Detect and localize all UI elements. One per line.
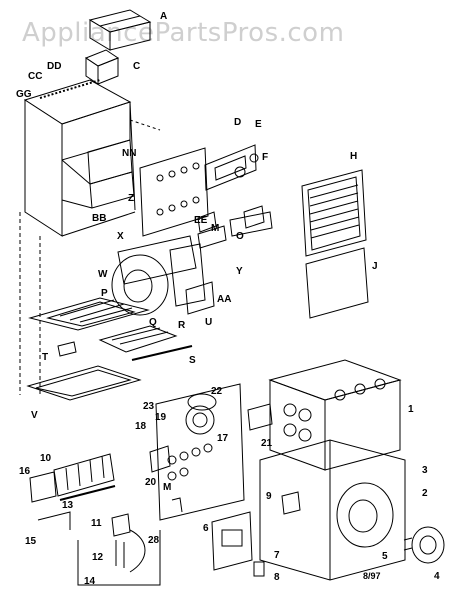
label-m-lower: M — [163, 482, 172, 493]
label-20: 20 — [145, 477, 157, 488]
label-a: A — [160, 11, 168, 22]
blower-housing-w — [111, 235, 206, 316]
label-5: 5 — [382, 551, 388, 562]
label-18: 18 — [135, 421, 147, 432]
label-ee: EE — [194, 215, 208, 226]
label-4: 4 — [434, 571, 440, 582]
label-1: 1 — [408, 404, 414, 415]
blower-motor-4 — [403, 526, 445, 564]
label-11: 11 — [91, 518, 102, 529]
label-nn: NN — [122, 148, 137, 159]
filter-q — [98, 325, 178, 353]
pipe-15 — [37, 511, 71, 530]
label-aa: AA — [217, 294, 232, 305]
label-14: 14 — [84, 576, 96, 587]
watermark-text: AppliancePartsPros.com — [22, 18, 345, 48]
label-22: 22 — [211, 386, 223, 397]
label-8: 8 — [274, 572, 280, 583]
label-h: H — [350, 151, 358, 162]
bracket-part-u — [185, 281, 215, 315]
label-2: 2 — [422, 488, 428, 499]
label-m: M — [211, 223, 220, 234]
label-e: E — [255, 119, 262, 130]
diagram-date-code: 8/97 — [363, 571, 381, 581]
heat-exchanger-1 — [268, 359, 402, 471]
label-p: P — [101, 288, 108, 299]
bracket-part-c — [84, 49, 120, 85]
divider-panel — [139, 147, 209, 237]
label-w: W — [98, 269, 108, 280]
label-3: 3 — [422, 465, 428, 476]
part-8 — [253, 561, 265, 577]
label-dd: DD — [47, 61, 62, 72]
label-x: X — [117, 231, 124, 242]
label-c: C — [133, 61, 141, 72]
callout-bracket — [77, 530, 161, 586]
label-19: 19 — [155, 412, 167, 423]
label-15: 15 — [25, 536, 37, 547]
label-17: 17 — [217, 433, 229, 444]
label-t: T — [42, 352, 49, 363]
label-d: D — [234, 117, 242, 128]
label-9: 9 — [266, 491, 272, 502]
clip-m — [171, 497, 183, 513]
label-f: F — [262, 152, 269, 163]
burner-assembly-10 — [53, 453, 115, 497]
label-13: 13 — [62, 500, 74, 511]
upper-cabinet — [19, 79, 161, 395]
label-s: S — [189, 355, 196, 366]
label-21: 21 — [261, 438, 273, 449]
label-gg: GG — [16, 89, 32, 100]
label-12: 12 — [92, 552, 104, 563]
label-r: R — [178, 320, 186, 331]
filter-rack-p — [28, 297, 150, 331]
gas-valve-16 — [29, 471, 57, 503]
switch-9 — [281, 491, 301, 515]
manifold-13 — [59, 485, 116, 501]
label-16: 16 — [19, 466, 31, 477]
part-t — [57, 341, 77, 357]
label-z: Z — [128, 193, 135, 204]
rod-s — [131, 345, 193, 361]
lower-cabinet — [259, 439, 406, 581]
bracket-part-20 — [149, 445, 171, 473]
label-u: U — [205, 317, 213, 328]
control-panel-18 — [155, 383, 245, 521]
vent-part-a — [88, 9, 152, 51]
control-board-6 — [211, 511, 253, 571]
label-o: O — [236, 231, 244, 242]
label-7: 7 — [274, 550, 280, 561]
label-v: V — [31, 410, 38, 421]
label-y: Y — [236, 266, 243, 277]
access-panel-d — [204, 144, 259, 191]
bracket-parts-ee-o — [197, 205, 273, 249]
label-j: J — [372, 261, 378, 272]
pilot-assembly-11 — [111, 513, 146, 573]
label-28: 28 — [148, 535, 160, 546]
label-6: 6 — [203, 523, 209, 534]
label-cc: CC — [28, 71, 43, 82]
front-panel-j — [305, 247, 369, 319]
inducer-22 — [187, 393, 217, 411]
bottom-panel-v — [26, 365, 142, 401]
part-21 — [247, 403, 273, 431]
filter-grille-h — [301, 169, 367, 257]
label-bb: BB — [92, 213, 107, 224]
label-10: 10 — [40, 453, 52, 464]
label-q: Q — [149, 317, 157, 328]
label-23: 23 — [143, 401, 155, 412]
